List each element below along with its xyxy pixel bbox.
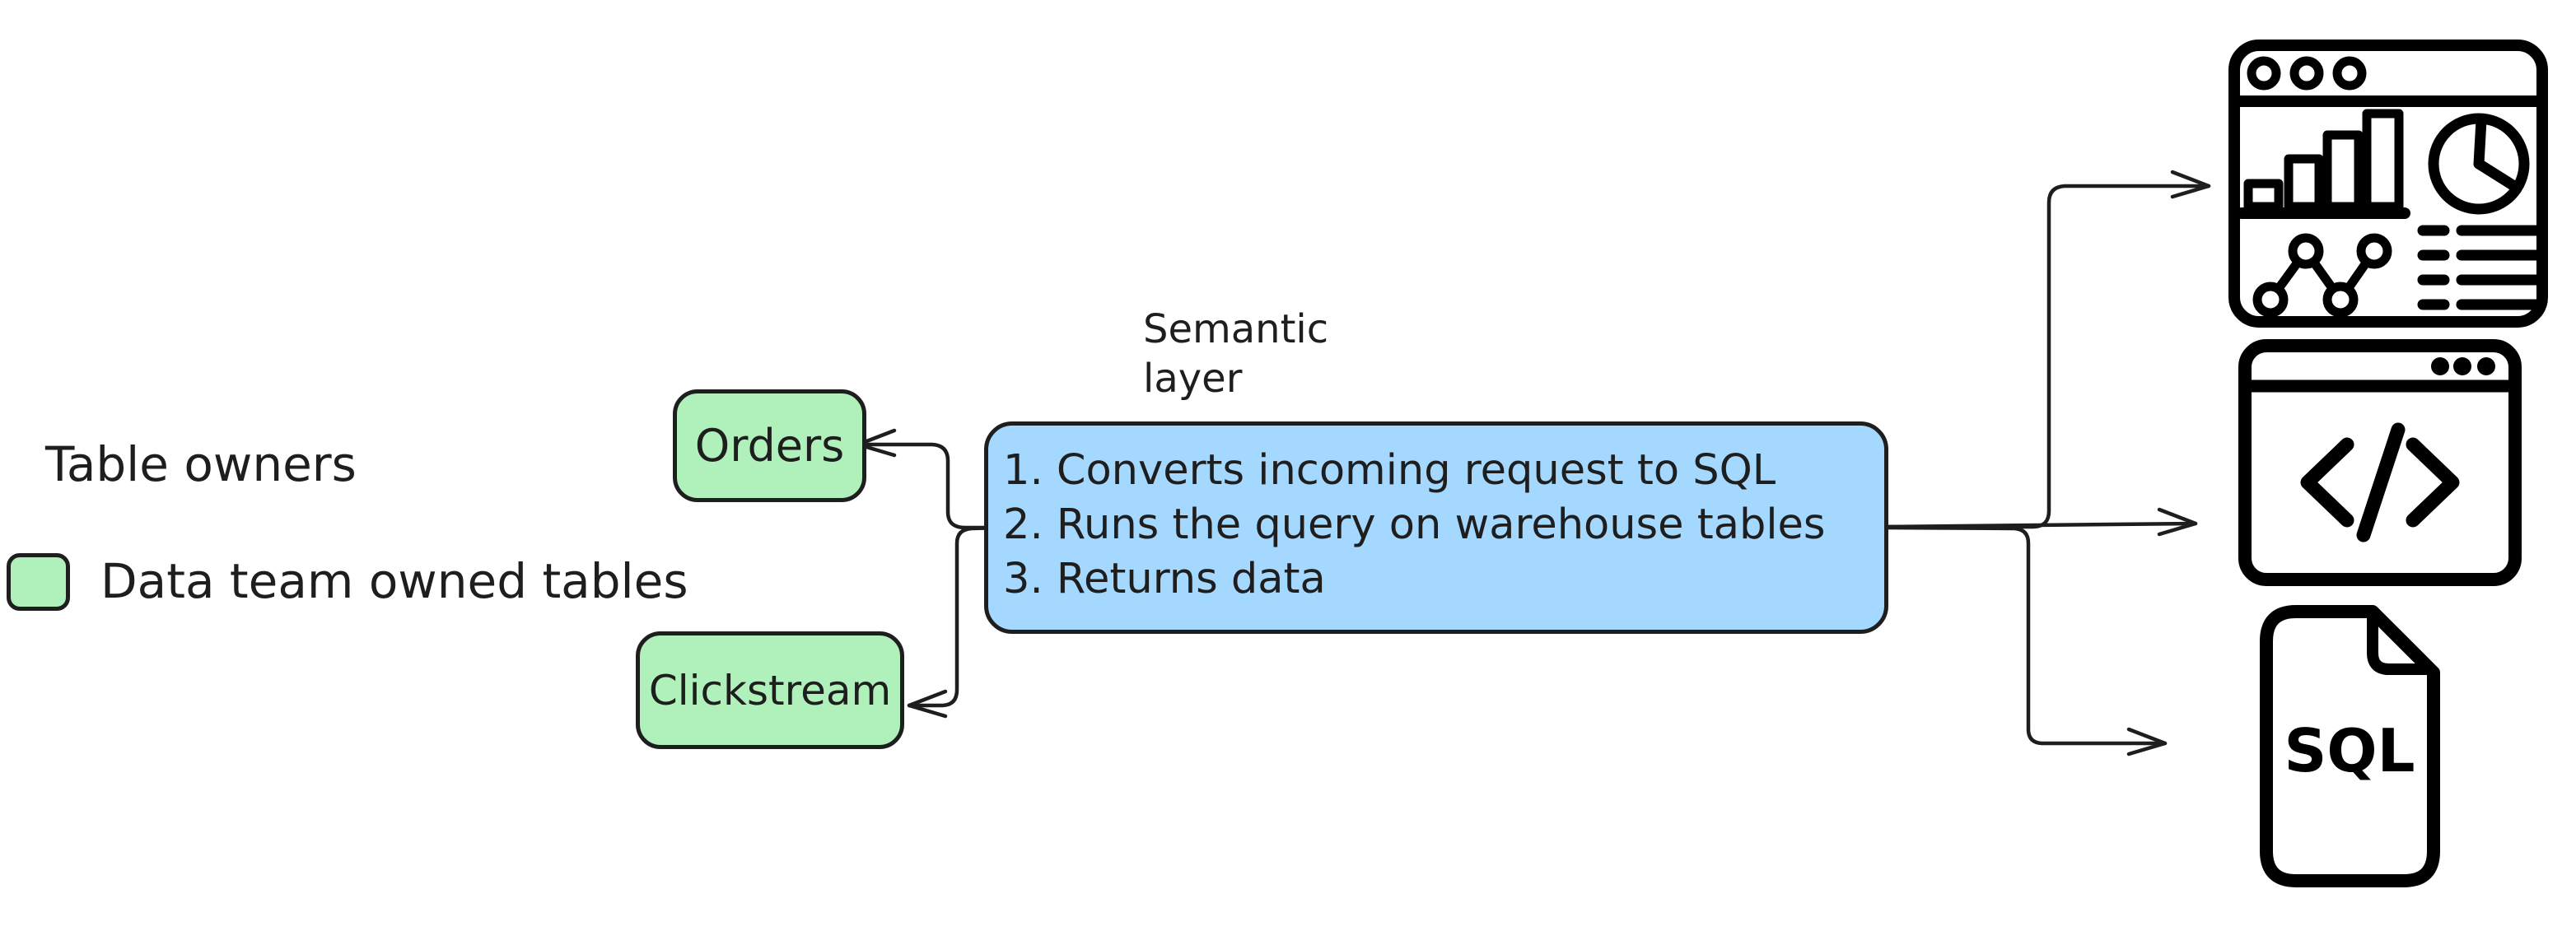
sql-file-icon: SQL [2256,603,2443,889]
line-chart-icon [2252,233,2392,318]
window-control-dot [2453,357,2471,375]
semantic-step-1: 1. Converts incoming request to SQL [1003,446,1776,495]
semantic-layer-title-line2: layer [1143,356,1243,402]
clickstream-table-node: Clickstream [636,631,904,749]
bar-chart-icon [2236,109,2410,219]
clickstream-table-label: Clickstream [648,666,892,715]
list-rows-icon [2417,225,2541,310]
semantic-layer-title: Semantic layer [1143,305,1328,403]
window-control-dot [2289,56,2324,91]
legend-item-label: Data team owned tables [100,553,688,609]
semantic-step-2: 2. Runs the query on warehouse tables [1003,500,1826,549]
window-control-dot [2332,56,2367,91]
file-outline [2260,605,2440,887]
orders-table-label: Orders [694,420,845,472]
orders-table-node: Orders [673,389,866,502]
arrow-to-dashboard [1876,170,2211,529]
semantic-layer-title-line1: Semantic [1143,306,1329,352]
arrow-to-sql-file [1876,525,2168,756]
window-control-dot [2477,357,2495,375]
arrow-to-code-window [1876,507,2198,537]
window-control-dot [2431,357,2449,375]
semantic-layer-box: 1. Converts incoming request to SQL 2. R… [984,421,1888,634]
code-glyph [2300,422,2460,542]
dashboard-icon [2228,39,2549,328]
legend-title: Table owners [45,436,357,492]
arrow-to-orders [856,428,1004,530]
window-control-dot [2247,56,2281,91]
semantic-step-3: 3. Returns data [1003,555,1326,603]
legend-green-swatch [7,553,70,611]
semantic-layer-steps: 1. Converts incoming request to SQL 2. R… [1003,444,1825,607]
sql-file-label: SQL [2284,716,2415,785]
file-folded-corner [2367,609,2436,675]
pie-chart-icon [2428,113,2530,215]
code-window-icon [2238,339,2522,586]
